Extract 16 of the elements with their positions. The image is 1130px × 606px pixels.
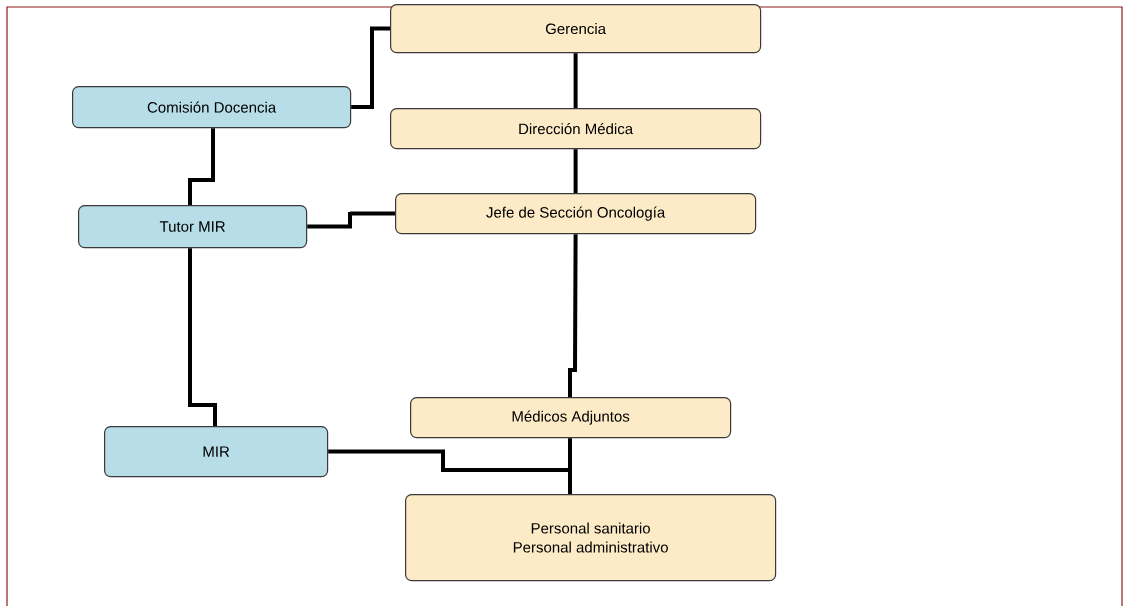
connector-line bbox=[188, 248, 217, 426]
connector-line bbox=[568, 438, 572, 494]
connector-line bbox=[188, 128, 215, 205]
connector-line bbox=[573, 149, 578, 193]
org-box: Jefe de Sección Oncología bbox=[395, 193, 757, 235]
org-box: Comisión Docencia bbox=[72, 86, 352, 129]
connector-line bbox=[568, 234, 578, 397]
org-box: Personal sanitario Personal administrativo bbox=[405, 494, 777, 582]
org-box: Médicos Adjuntos bbox=[410, 397, 732, 439]
org-box: Dirección Médica bbox=[390, 108, 762, 150]
org-box: Tutor MIR bbox=[78, 205, 308, 249]
connector-line bbox=[307, 210, 395, 229]
org-box: MIR bbox=[104, 426, 329, 478]
connector-line bbox=[351, 26, 390, 110]
org-box: Gerencia bbox=[390, 4, 762, 54]
connector-line bbox=[573, 53, 578, 108]
